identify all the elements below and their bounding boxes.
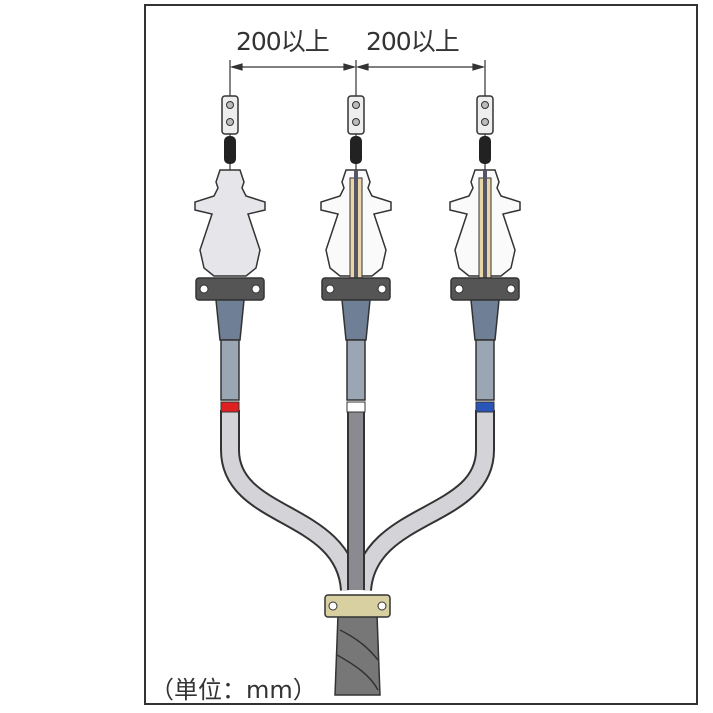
bracket-hole bbox=[199, 284, 209, 294]
dimension-label-right: 200以上 bbox=[366, 27, 460, 56]
phase-color-band bbox=[475, 401, 495, 413]
terminal-lug bbox=[476, 95, 494, 135]
conductor-sleeve bbox=[224, 136, 236, 164]
insulator-sheds bbox=[194, 169, 266, 277]
lug-hole bbox=[226, 101, 234, 109]
diagram-frame bbox=[144, 4, 698, 705]
bracket-hole bbox=[251, 284, 261, 294]
stress-cone bbox=[470, 299, 500, 341]
dimension-label-left: 200以上 bbox=[236, 27, 330, 56]
bracket-hole bbox=[454, 284, 464, 294]
conductor-sleeve bbox=[350, 136, 362, 164]
bracket-hole bbox=[377, 284, 387, 294]
connector-body bbox=[220, 339, 240, 401]
lug-hole bbox=[352, 118, 360, 126]
phase-3 bbox=[449, 95, 521, 413]
conductor-core bbox=[354, 170, 358, 300]
bracket-hole bbox=[506, 284, 516, 294]
phase-1 bbox=[194, 95, 266, 413]
terminal-lug bbox=[221, 95, 239, 135]
phase-color-band bbox=[220, 401, 240, 413]
connector-body bbox=[346, 339, 366, 401]
stress-cone bbox=[215, 299, 245, 341]
lug-hole bbox=[481, 118, 489, 126]
lug-hole bbox=[352, 101, 360, 109]
unit-label: （単位：mm） bbox=[150, 676, 317, 704]
phase-2 bbox=[320, 95, 392, 413]
conductor-core bbox=[483, 170, 487, 300]
main-cable bbox=[334, 614, 381, 696]
terminal-lug bbox=[347, 95, 365, 135]
conductor-sleeve bbox=[479, 136, 491, 164]
stress-cone bbox=[341, 299, 371, 341]
cable-clamp bbox=[324, 594, 391, 618]
bracket-hole bbox=[325, 284, 335, 294]
cable-legs bbox=[220, 410, 495, 592]
lug-hole bbox=[481, 101, 489, 109]
connector-body bbox=[475, 339, 495, 401]
phase-color-band bbox=[346, 401, 366, 413]
lug-hole bbox=[226, 118, 234, 126]
